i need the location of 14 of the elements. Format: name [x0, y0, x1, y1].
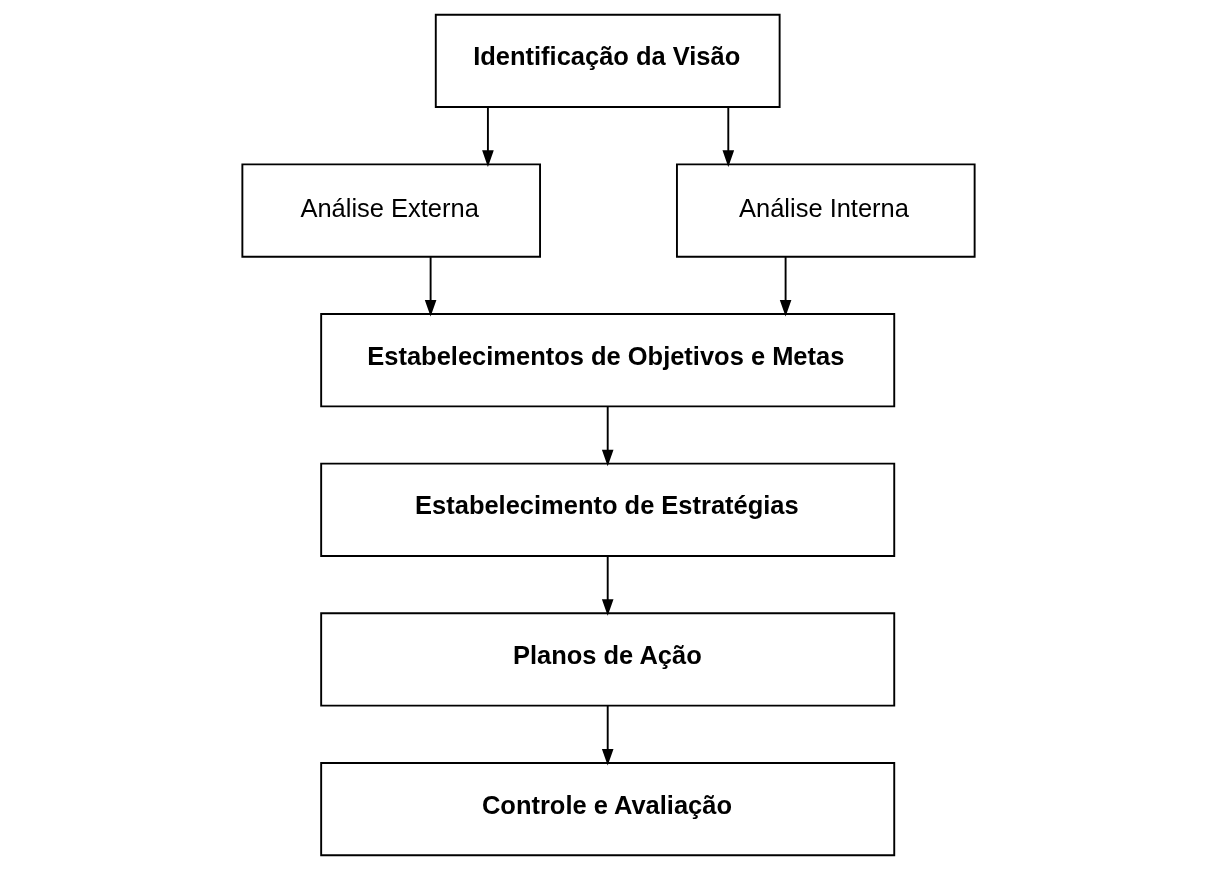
- arrow: [601, 405, 614, 467]
- arrow: [482, 106, 494, 167]
- arrow: [424, 256, 437, 317]
- node-box: Análise Externa: [241, 163, 541, 258]
- node-box: Análise Interna: [676, 163, 976, 258]
- arrow: [601, 705, 614, 766]
- node-box: Estabelecimentos de Objetivos e Metas: [320, 313, 896, 408]
- arrow: [601, 555, 614, 616]
- node-box: Estabelecimento de Estratégias: [320, 462, 896, 557]
- node-box: Identificação da Visão: [434, 13, 781, 109]
- node-box: Planos de Ação: [320, 612, 896, 707]
- node-box: Controle e Avaliação: [320, 761, 896, 857]
- arrow: [722, 106, 735, 167]
- arrow: [779, 256, 792, 317]
